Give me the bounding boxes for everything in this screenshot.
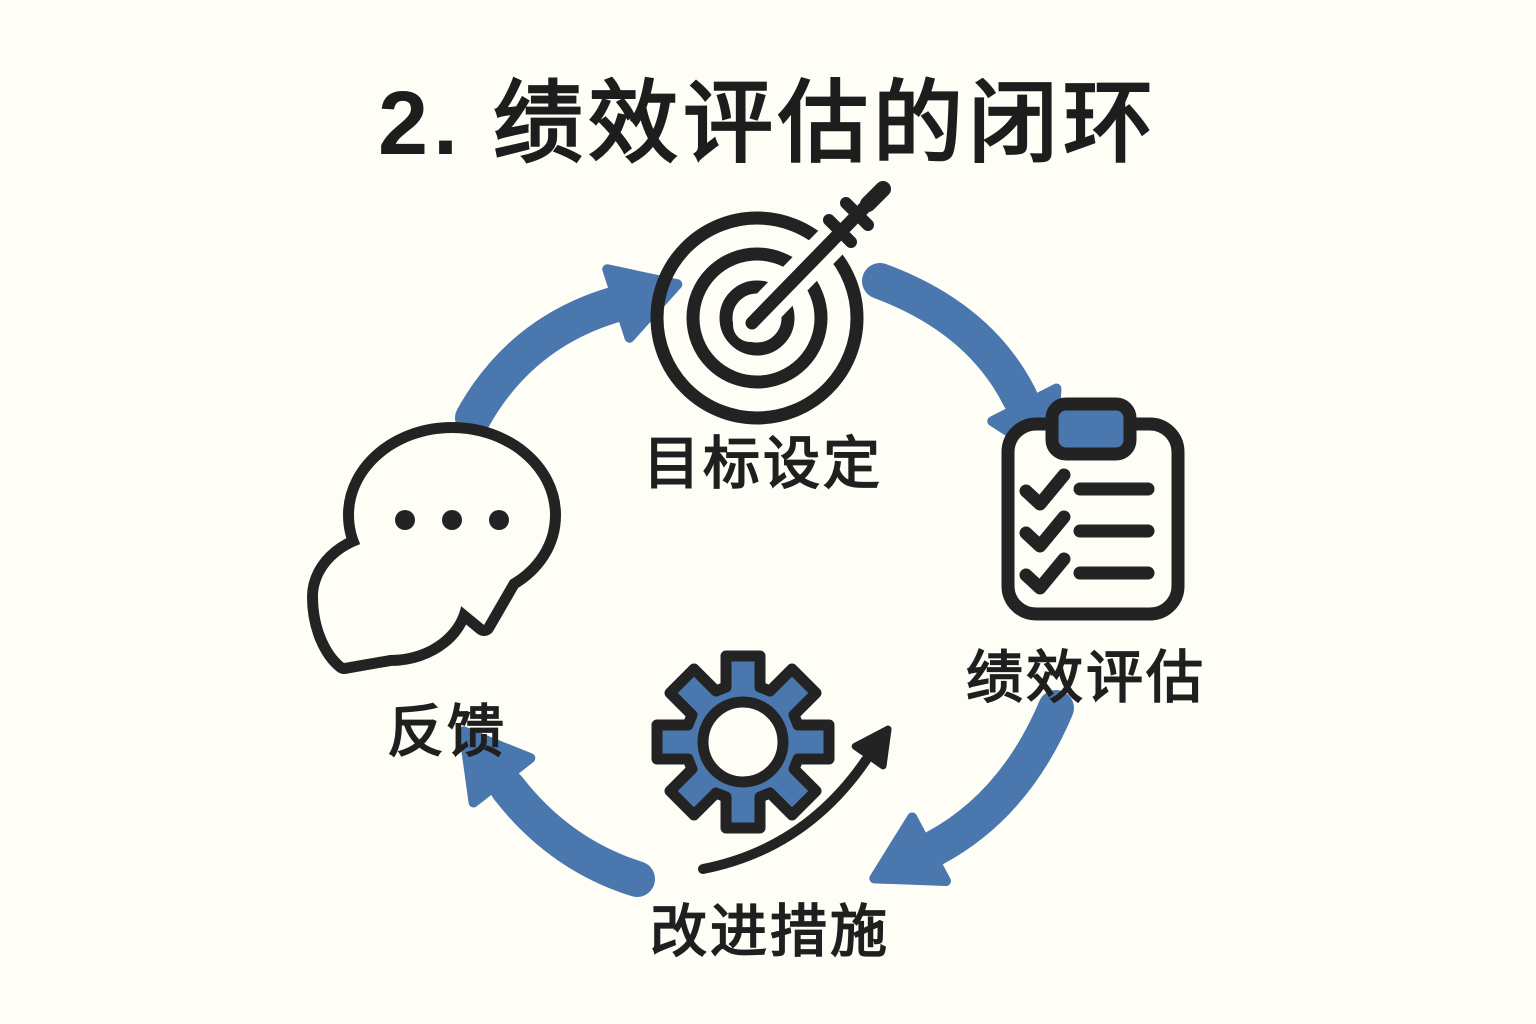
step-label-performance-evaluation: 绩效评估 <box>966 646 1206 710</box>
arrow-improvement-to-feedback-icon <box>458 726 655 897</box>
step-label-improvement-measures: 改进措施 <box>650 900 890 964</box>
checklist-row-3 <box>1019 552 1155 595</box>
gear-growth-icon <box>651 650 892 874</box>
step-label-feedback: 反馈 <box>387 700 507 764</box>
checklist-row-2 <box>1019 510 1155 553</box>
step-label-goal-setting: 目标设定 <box>643 432 883 496</box>
target-dart-icon <box>650 181 891 425</box>
cycle-arrows <box>455 263 1074 897</box>
page-title: 2. 绩效评估的闭环 <box>377 74 1159 174</box>
speech-bubbles-icon <box>307 422 561 674</box>
checklist-row-1 <box>1019 468 1155 511</box>
growth-arrow-icon <box>698 725 892 874</box>
typing-dots <box>395 510 509 530</box>
arrow-evaluation-to-improvement-icon <box>869 690 1074 887</box>
clipboard-checklist-icon <box>1001 397 1185 621</box>
